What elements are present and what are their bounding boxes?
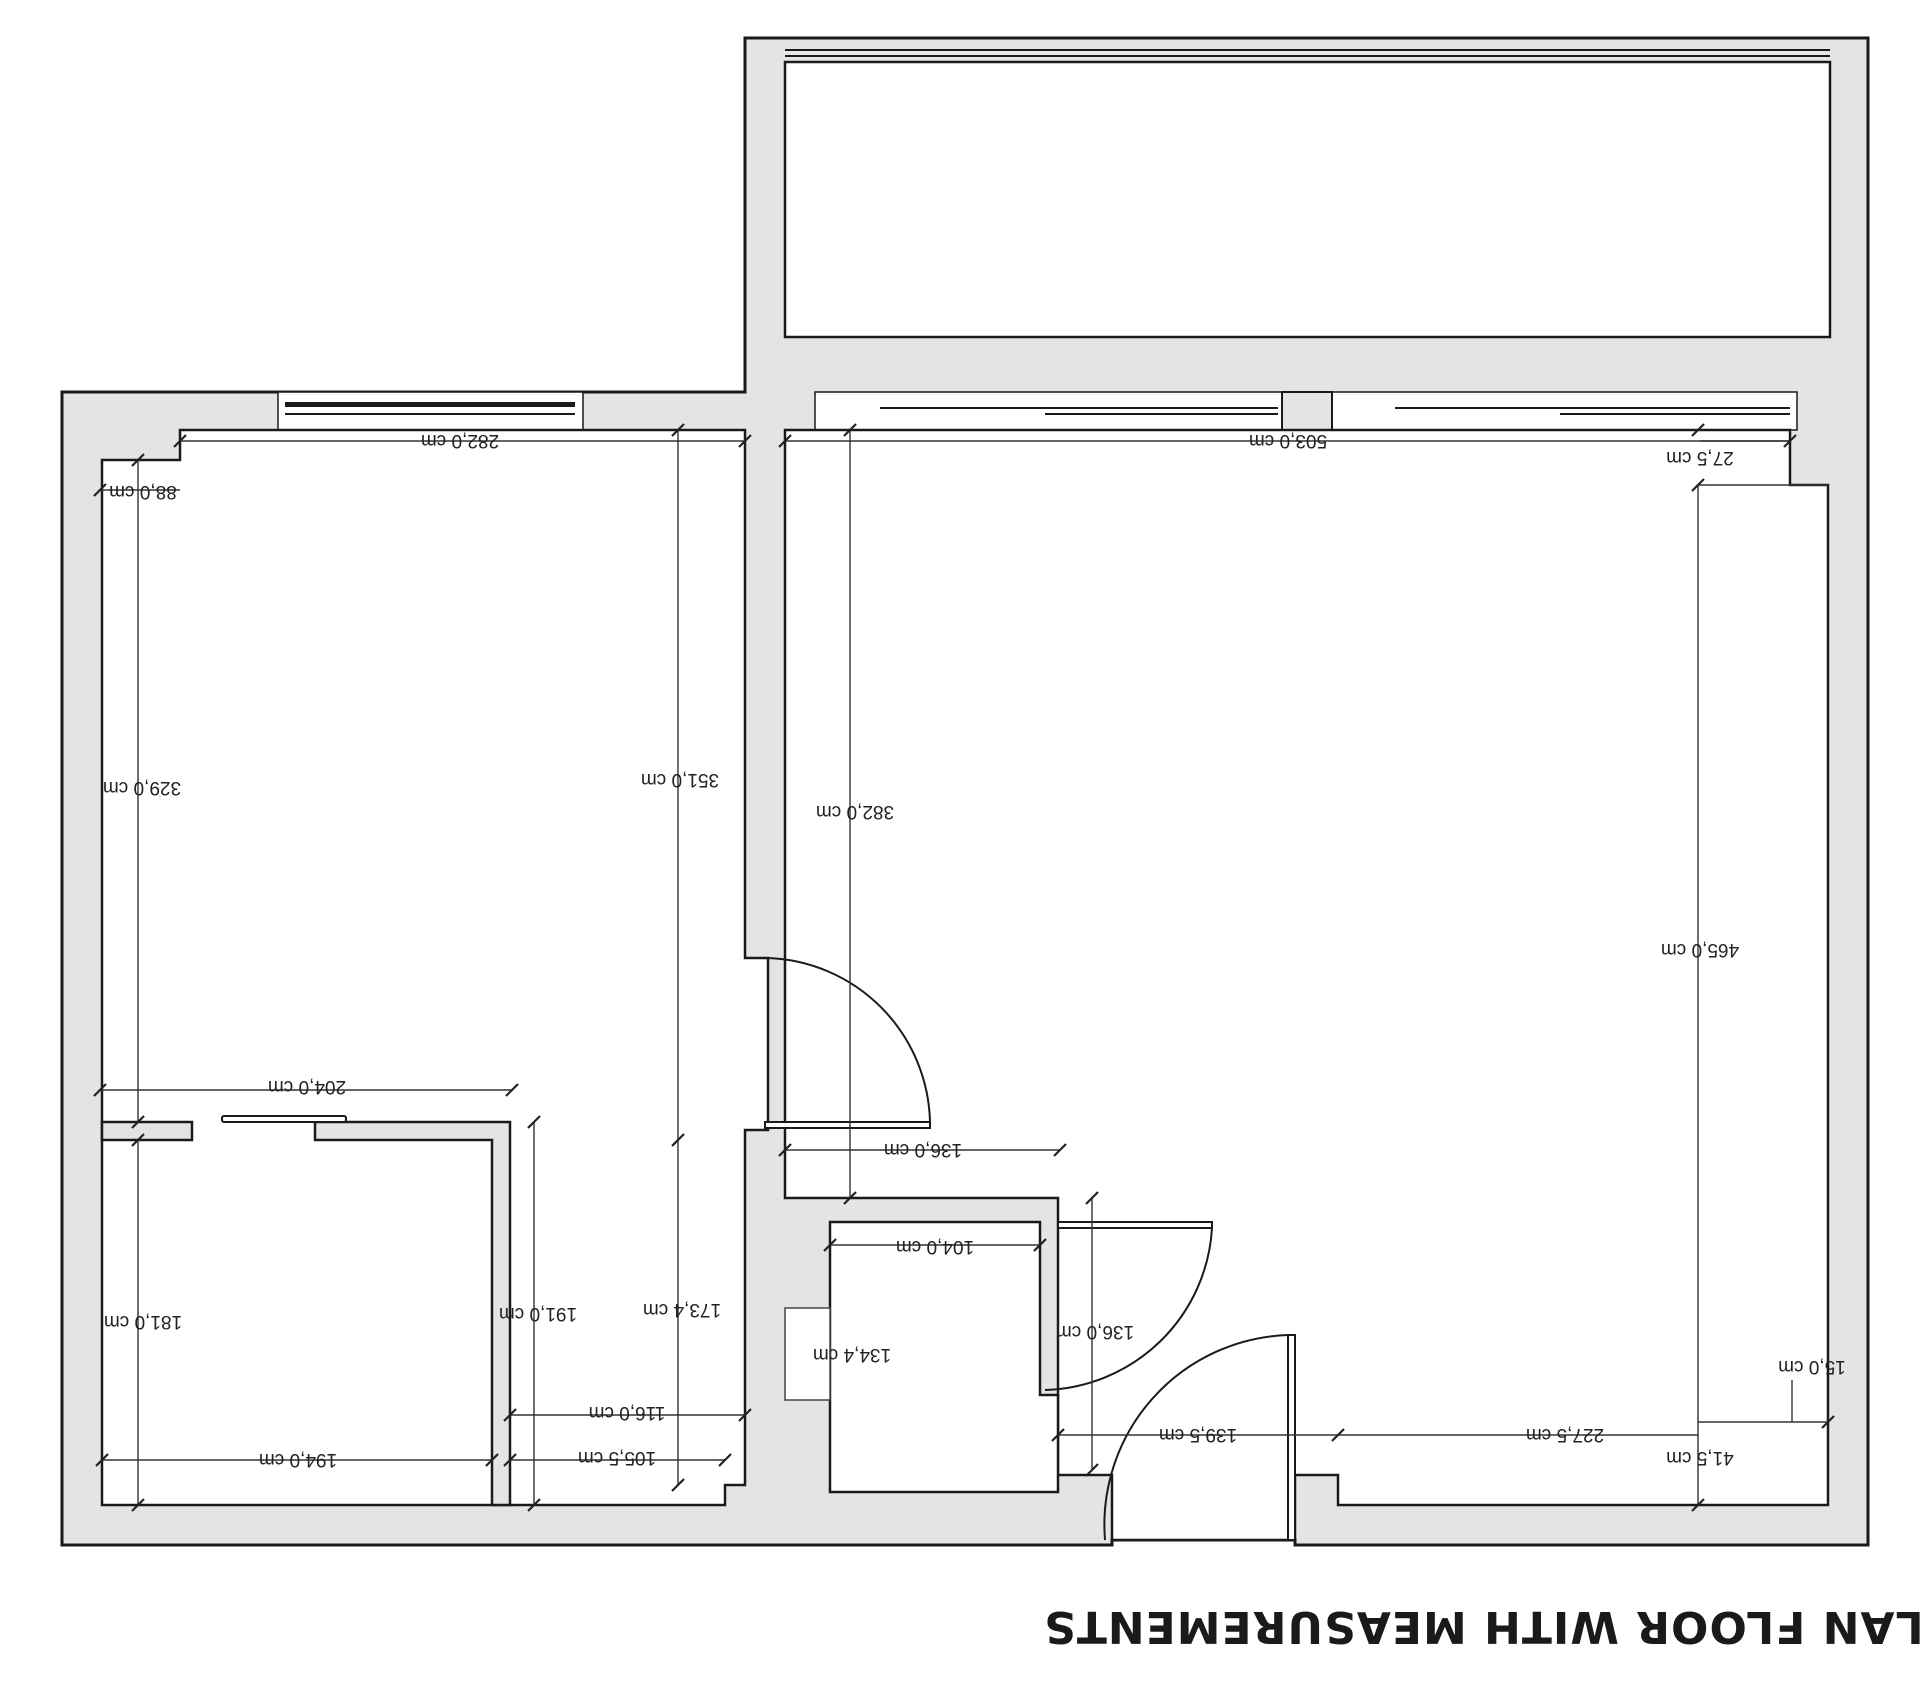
dim-label-105-5: 105,5 cm — [578, 1447, 656, 1468]
dim-label-88: 88,0 cm — [109, 481, 177, 502]
dim-label-139-5: 139,5 cm — [1159, 1424, 1237, 1445]
bedroom — [100, 428, 770, 1507]
dim-label-194: 194,0 cm — [259, 1449, 337, 1470]
bathroom — [828, 1220, 1060, 1494]
dim-label-382: 382,0 cm — [816, 801, 894, 822]
bathroom-door-swing — [1044, 1227, 1213, 1391]
bathroom-door-leaf — [1057, 1221, 1213, 1229]
dim-label-104: 104,0 cm — [896, 1236, 974, 1257]
closet-wall — [100, 1120, 194, 1142]
bedroom-window — [277, 391, 584, 431]
window-post — [1281, 391, 1333, 431]
dim-label-191: 191,0 cm — [499, 1303, 577, 1324]
entrance-door-leaf — [1287, 1334, 1296, 1541]
dim-label-329: 329,0 cm — [103, 777, 181, 798]
plan-title: PLAN FLOOR WITH MEASUREMENTS — [1043, 1601, 1920, 1652]
dim-label-173-4: 173,4 cm — [643, 1299, 721, 1320]
dim-label-134-4: 134,4 cm — [813, 1344, 891, 1365]
dim-label-465: 465,0 cm — [1661, 939, 1739, 960]
bedroom-door-leaf — [764, 1121, 931, 1129]
bedroom-door-swing — [767, 957, 931, 1123]
entrance-door-swing — [1103, 1334, 1289, 1541]
dim-label-15: 15,0 cm — [1778, 1356, 1846, 1377]
dim-label-204: 204,0 cm — [268, 1076, 346, 1097]
dim-label-351: 351,0 cm — [641, 769, 719, 790]
dim-label-181: 181,0 cm — [104, 1311, 182, 1332]
dim-label-41-5: 41,5 cm — [1666, 1447, 1734, 1468]
dim-label-116: 116,0 cm — [589, 1402, 666, 1423]
dimension-lines — [100, 430, 1828, 1505]
dimension-ticks — [93, 423, 1835, 1512]
dim-label-136-b: 136,0 cm — [1056, 1321, 1134, 1342]
dimension-labels: 282,0 cm 503,0 cm 27,5 cm 88,0 cm 329,0 … — [103, 430, 1846, 1470]
dim-label-27-5: 27,5 cm — [1666, 447, 1734, 468]
dim-label-227-5: 227,5 cm — [1526, 1424, 1604, 1445]
balcony — [783, 60, 1832, 339]
bathroom-niche — [784, 1307, 831, 1401]
dim-label-503: 503,0 cm — [1249, 430, 1327, 451]
closet-door — [221, 1115, 347, 1123]
dim-label-282: 282,0 cm — [421, 430, 499, 451]
dim-label-136-a: 136,0 cm — [884, 1139, 962, 1160]
